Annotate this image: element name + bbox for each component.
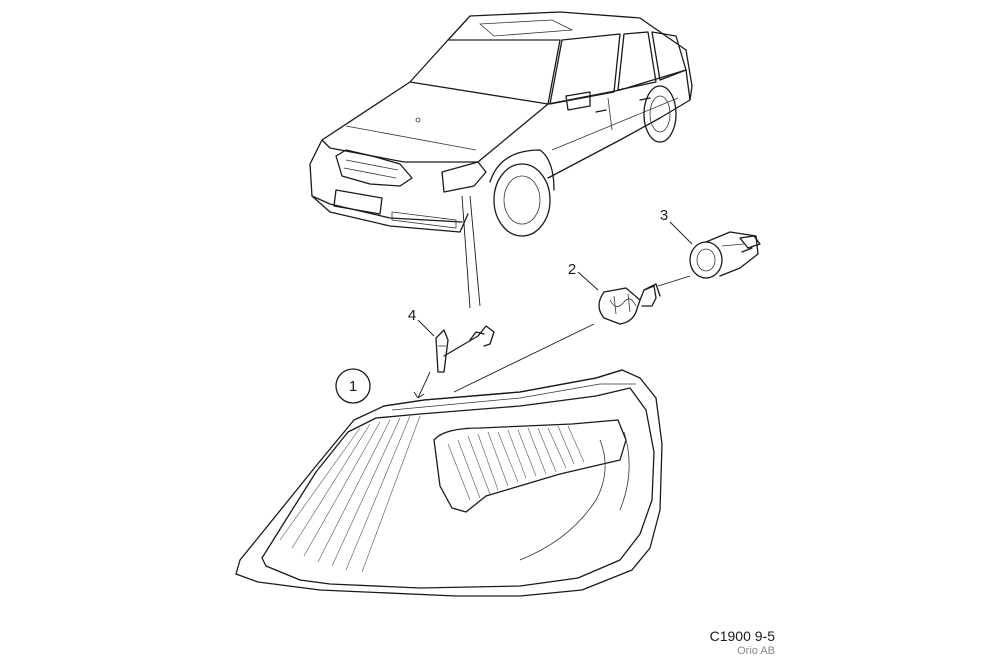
callout-1-circle xyxy=(335,368,371,404)
callout-4: 4 xyxy=(408,307,435,337)
part-1-corner-lamp xyxy=(235,369,663,597)
part-4-clip xyxy=(413,325,495,399)
diagram-owner: Orio AB xyxy=(737,645,775,657)
callout-1-number: 1 xyxy=(349,378,357,395)
callout-2-number: 2 xyxy=(568,261,576,278)
callout-1: 1 xyxy=(335,368,371,404)
car-illustration xyxy=(309,11,693,309)
callout-3-number: 3 xyxy=(660,207,668,224)
diagram-code: C1900 9-5 xyxy=(709,628,775,644)
bulb-to-lamp-leader xyxy=(453,323,595,393)
callout-2: 2 xyxy=(568,261,599,291)
part-2-bulb xyxy=(598,275,691,325)
callout-4-number: 4 xyxy=(408,307,416,324)
callout-3: 3 xyxy=(660,207,693,245)
part-3-socket xyxy=(689,231,761,279)
